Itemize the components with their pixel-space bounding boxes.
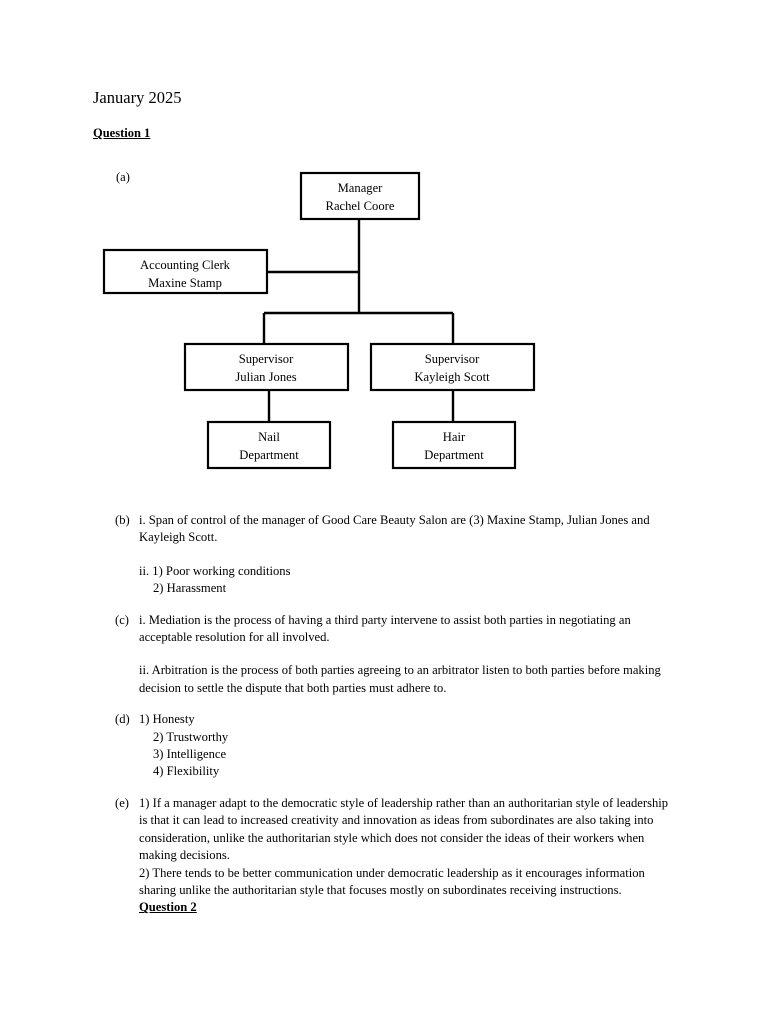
answer-tag-d: (d) xyxy=(115,712,130,727)
answer-c-ii: ii. Arbitration is the process of both p… xyxy=(139,663,661,695)
node-hair-department: Hair Department xyxy=(391,420,517,470)
node-supervisor-left-line1: Supervisor xyxy=(239,352,294,366)
answer-b-ii: ii. 1) Poor working conditions xyxy=(139,563,291,578)
node-supervisor-right: Supervisor Kayleigh Scott xyxy=(369,342,536,392)
question-1-heading: Question 1 xyxy=(93,126,151,140)
node-nail-department: Nail Department xyxy=(206,420,332,470)
answer-block-e: (e) 1) If a manager adapt to the democra… xyxy=(115,795,677,917)
answer-body-e: 1) If a manager adapt to the democratic … xyxy=(139,795,677,917)
answer-d-4: 4) Flexibility xyxy=(153,764,220,779)
answer-d-3: 3) Intelligence xyxy=(153,747,227,762)
page-title: January 2025 xyxy=(93,88,182,107)
answer-tag-b: (b) xyxy=(115,513,130,527)
node-manager-line2: Rachel Coore xyxy=(326,199,395,213)
answer-b-ii-2: 2) Harassment xyxy=(153,581,227,596)
node-accounting-clerk-line2: Maxine Stamp xyxy=(148,276,222,290)
answer-block-d: (d) 1) Honesty 2) Trustworthy 3) Intelli… xyxy=(115,711,677,781)
answer-d-1: 1) Honesty xyxy=(139,712,195,727)
node-supervisor-left: Supervisor Julian Jones xyxy=(183,342,350,392)
organization-chart: Manager Rachel Coore Accounting Clerk Ma… xyxy=(95,165,555,485)
answer-block-c: (c) i. Mediation is the process of havin… xyxy=(115,612,677,698)
answer-tag-c: (c) xyxy=(115,612,129,627)
node-hair-department-line1: Hair xyxy=(443,430,466,444)
node-supervisor-right-line2: Kayleigh Scott xyxy=(414,370,490,384)
node-accounting-clerk: Accounting Clerk Maxine Stamp xyxy=(102,248,269,295)
answer-d-2: 2) Trustworthy xyxy=(153,729,229,744)
node-accounting-clerk-line1: Accounting Clerk xyxy=(140,258,231,272)
node-supervisor-right-line1: Supervisor xyxy=(425,352,480,366)
answers-list: (b) i. Span of control of the manager of… xyxy=(115,512,677,931)
node-manager-line1: Manager xyxy=(338,181,384,195)
answer-tag-e: (e) xyxy=(115,795,129,810)
answer-block-b: (b) i. Span of control of the manager of… xyxy=(115,512,677,598)
node-nail-department-line1: Nail xyxy=(258,430,280,444)
node-hair-department-line2: Department xyxy=(424,448,484,462)
question-2-heading: Question 2 xyxy=(139,900,197,915)
part-a-label: (a) xyxy=(116,170,130,184)
node-nail-department-line2: Department xyxy=(239,448,299,462)
answer-c-i: i. Mediation is the process of having a … xyxy=(139,612,631,645)
node-manager: Manager Rachel Coore xyxy=(299,171,421,221)
answer-b-i: i. Span of control of the manager of Goo… xyxy=(139,513,650,545)
answer-e-1: 1) If a manager adapt to the democratic … xyxy=(139,795,669,863)
node-supervisor-left-line2: Julian Jones xyxy=(235,370,296,384)
answer-body-d: 1) Honesty 2) Trustworthy 3) Intelligenc… xyxy=(139,711,677,781)
answer-body-c: i. Mediation is the process of having a … xyxy=(139,612,677,698)
answer-body-b: i. Span of control of the manager of Goo… xyxy=(139,512,677,598)
answer-e-2: 2) There tends to be better communicatio… xyxy=(139,865,645,897)
